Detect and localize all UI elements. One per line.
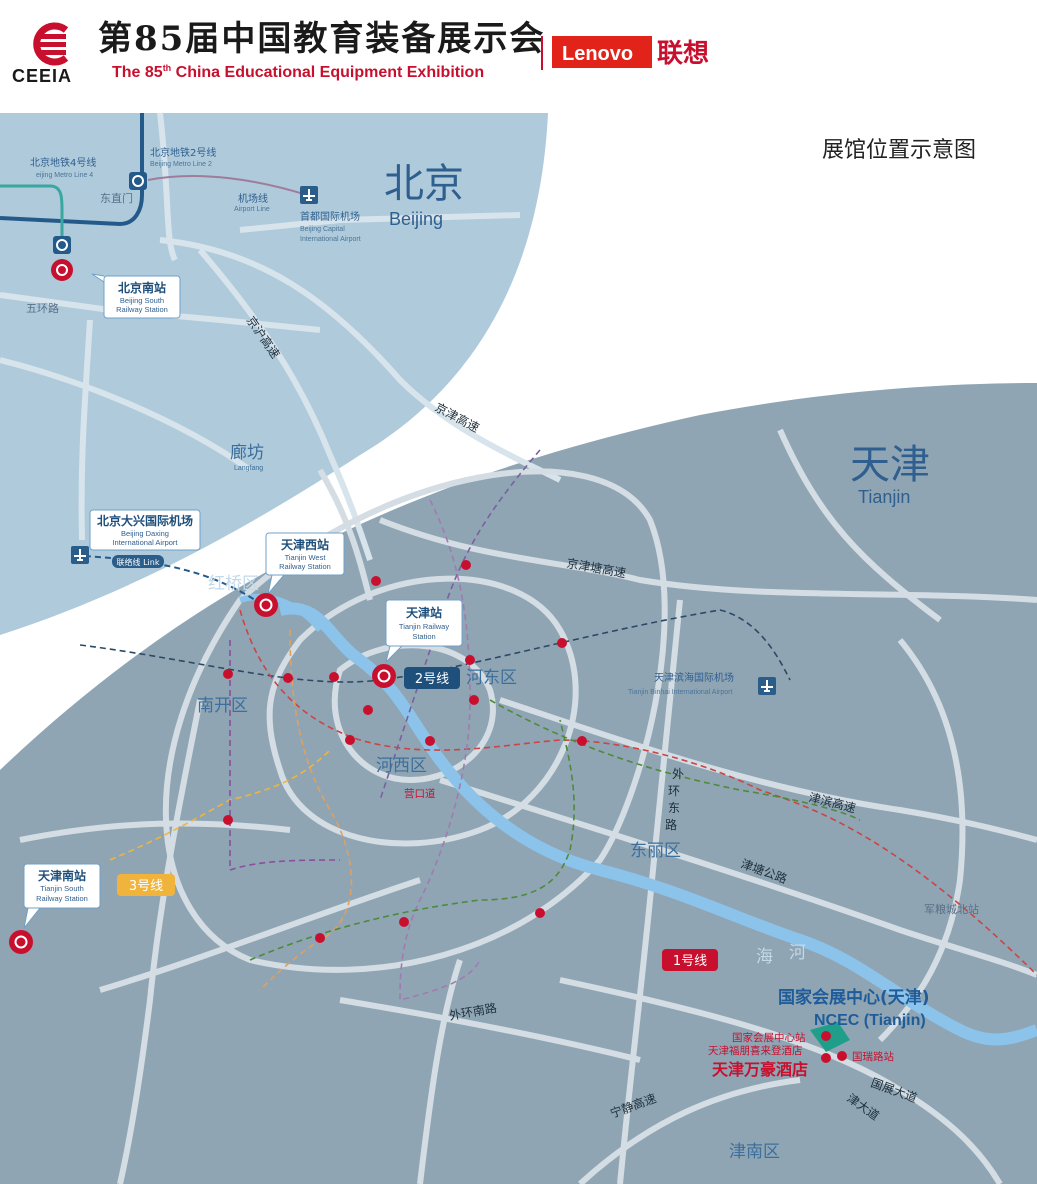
line-3-label: 3号线 bbox=[129, 879, 163, 894]
fifth-ring-road-label: 五环路 bbox=[26, 302, 59, 315]
railway-station-icon bbox=[9, 930, 33, 954]
exhibition-title-en: The 85th China Educational Equipment Exh… bbox=[112, 63, 484, 81]
metro-line-4-en: eijing Metro Line 4 bbox=[36, 172, 93, 179]
dongli-district-label: 东丽区 bbox=[630, 841, 681, 861]
exhibition-title-cn: 第85届中国教育装备展示会 bbox=[98, 19, 545, 59]
railway-station-icon bbox=[51, 259, 73, 281]
beijing-south-station-en2: Railway Station bbox=[116, 305, 168, 314]
capital-airport-label: 首都国际机场 bbox=[300, 210, 360, 223]
tianjin-west-station-callout: 天津西站 Tianjin West Railway Station bbox=[265, 532, 345, 595]
svg-text:环: 环 bbox=[668, 784, 680, 798]
outer-east-road-label: 外 环 东 路 bbox=[665, 767, 684, 832]
daxing-airport-en2: International Airport bbox=[112, 538, 178, 547]
railway-station-icon bbox=[254, 593, 278, 617]
header: CEEIA 第85届中国教育装备展示会 The 85th China Educa… bbox=[12, 19, 709, 86]
ceeia-logo-icon bbox=[33, 22, 69, 66]
rivers bbox=[239, 593, 1037, 1046]
daxing-airport-en1: Beijing Daxing bbox=[121, 529, 169, 538]
header-divider bbox=[541, 36, 543, 70]
binhai-airport-icon bbox=[758, 677, 776, 695]
svg-text:路: 路 bbox=[665, 817, 677, 832]
yingkoudao-station-label: 营口道 bbox=[404, 787, 436, 800]
line-2-badge bbox=[404, 667, 460, 689]
line-1-badge bbox=[662, 949, 718, 971]
daxing-airport-callout: 北京大兴国际机场 Beijing Daxing International Ai… bbox=[89, 509, 201, 551]
hongqiao-district-label: 红桥区 bbox=[208, 574, 259, 594]
hexi-district-label: 河西区 bbox=[376, 756, 427, 776]
metro-line-2-label: 北京地铁2号线 bbox=[150, 146, 216, 159]
lenovo-logo bbox=[552, 36, 652, 68]
airport-line-label: 机场线 bbox=[238, 192, 268, 205]
haihe-river-label-2: 河 bbox=[789, 943, 806, 963]
tianjin-city-name-en: Tianjin bbox=[858, 487, 910, 507]
langfang-label: 廊坊 bbox=[230, 443, 264, 463]
daxing-airport-icon bbox=[71, 546, 89, 564]
ceeia-logo-text: CEEIA bbox=[12, 66, 72, 86]
metro-station-markers bbox=[223, 560, 847, 1063]
daxing-airport-label: 北京大兴国际机场 bbox=[97, 513, 193, 528]
ncec-name-cn: 国家会展中心(天津) bbox=[778, 987, 930, 1008]
guorui-road-station-label: 国瑞路站 bbox=[852, 1050, 894, 1063]
ncec-station-label: 国家会展中心站 bbox=[732, 1031, 806, 1044]
tianjin-west-station-en2: Railway Station bbox=[279, 562, 331, 571]
tianjin-south-station-label: 天津南站 bbox=[38, 868, 86, 883]
binhai-airport-en: Tianjin Binhai International Airport bbox=[628, 689, 732, 696]
metro-station-icon bbox=[129, 172, 147, 190]
nankai-district-label: 南开区 bbox=[197, 696, 248, 716]
tianjin-south-station-en1: Tianjin South bbox=[40, 884, 84, 893]
metro-line-4-label: 北京地铁4号线 bbox=[30, 156, 96, 169]
svg-text:外: 外 bbox=[672, 767, 684, 781]
metro-line-2-en: Beijing Metro Line 2 bbox=[150, 161, 212, 168]
four-points-hotel-label: 天津福朋喜来登酒店 bbox=[708, 1044, 803, 1057]
marriott-hotel-label: 天津万豪酒店 bbox=[712, 1060, 808, 1079]
link-badge-label: 联络线 Link bbox=[117, 557, 160, 567]
langfang-en: Langfang bbox=[234, 465, 263, 472]
beijing-south-station-label: 北京南站 bbox=[118, 280, 166, 295]
jinnan-district-label: 津南区 bbox=[729, 1142, 780, 1162]
beijing-south-station-callout: 北京南站 Beijing South Railway Station bbox=[91, 273, 181, 319]
lianxiang-logo-text: 联想 bbox=[657, 39, 709, 69]
metro-station-icon bbox=[53, 236, 71, 254]
tianjin-city-name: 天津 bbox=[850, 442, 930, 488]
line-1-label: 1号线 bbox=[673, 954, 707, 969]
binhai-airport-label: 天津滨海国际机场 bbox=[654, 671, 734, 684]
hedong-district-label: 河东区 bbox=[466, 668, 517, 688]
tianjin-station-callout: 天津站 Tianjin Railway Station bbox=[385, 599, 463, 664]
beijing-city-name-en: Beijing bbox=[389, 209, 443, 229]
tianjin-west-station-label: 天津西站 bbox=[281, 537, 329, 552]
dongzhimen-label: 东直门 bbox=[100, 191, 133, 205]
link-badge bbox=[112, 555, 164, 568]
beijing-region bbox=[0, 113, 548, 635]
beijing-city-name: 北京 bbox=[384, 161, 464, 207]
tianjin-south-station-en2: Railway Station bbox=[36, 894, 88, 903]
beijing-metro bbox=[0, 113, 311, 244]
line-3-badge bbox=[117, 874, 175, 896]
tianjin-west-station-en1: Tianjin West bbox=[285, 553, 327, 562]
tianjin-station-en2: Station bbox=[412, 632, 435, 641]
tianjin-station-en1: Tianjin Railway bbox=[399, 622, 449, 631]
airport-line-en: Airport Line bbox=[234, 206, 270, 213]
capital-airport-en1: Beijing Capital bbox=[300, 226, 345, 233]
tianjin-south-station-callout: 天津南站 Tianjin South Railway Station bbox=[23, 863, 101, 929]
beijing-roads bbox=[0, 112, 562, 561]
link-line bbox=[84, 555, 256, 601]
tianjin-station-label: 天津站 bbox=[406, 605, 442, 620]
capital-airport-icon bbox=[300, 186, 318, 204]
haihe-river-label-1: 海 bbox=[756, 947, 773, 967]
line-2-label: 2号线 bbox=[415, 672, 449, 687]
capital-airport-en2: International Airport bbox=[300, 236, 361, 243]
map-title: 展馆位置示意图 bbox=[822, 138, 976, 163]
svg-text:东: 东 bbox=[668, 801, 680, 815]
lenovo-logo-text: Lenovo bbox=[562, 43, 633, 65]
railway-station-icon bbox=[372, 664, 396, 688]
beijing-south-station-en1: Beijing South bbox=[120, 296, 164, 305]
junliangcheng-station-label: 军粮城北站 bbox=[924, 902, 979, 916]
ncec-name-en: NCEC (Tianjin) bbox=[814, 1012, 926, 1029]
